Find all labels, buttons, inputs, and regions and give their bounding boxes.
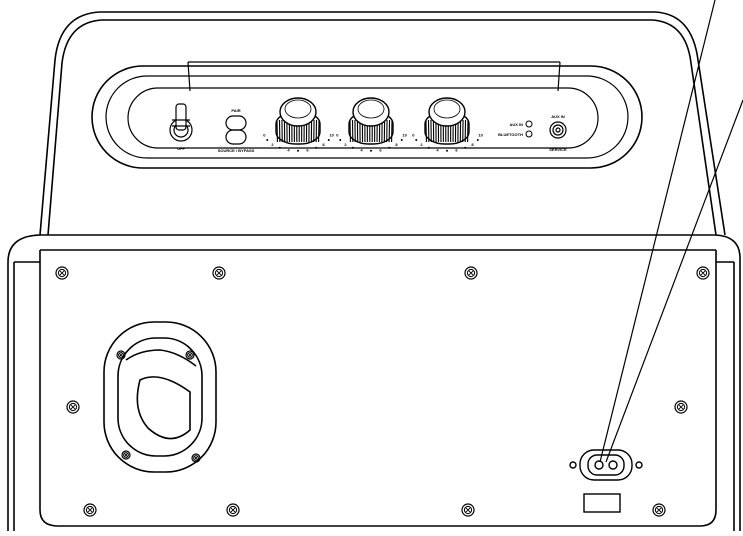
knob-scale-label: 0 xyxy=(412,132,415,137)
knob-scale-label: 8 xyxy=(471,142,474,147)
screw xyxy=(84,504,96,516)
screw xyxy=(56,267,68,279)
screw xyxy=(465,267,477,279)
knob-scale-label: 2 xyxy=(344,142,347,147)
knob-scale-dot xyxy=(370,150,372,152)
knob-scale-dot xyxy=(352,147,354,149)
knob-scale-dot xyxy=(279,147,281,149)
panel-screws xyxy=(56,267,709,516)
screw xyxy=(186,351,194,359)
knob-scale-dot xyxy=(477,139,479,141)
knob-scale-dot xyxy=(339,139,341,141)
knob-scale-dot xyxy=(266,139,268,141)
screw xyxy=(67,401,79,413)
aux-jack-label: AUX IN xyxy=(551,114,565,119)
knob-scale-dot xyxy=(446,150,448,152)
bass-port xyxy=(104,322,216,472)
aux-jack xyxy=(550,122,566,138)
service-label: SERVICE xyxy=(549,147,567,152)
knob-scale-label: 2 xyxy=(420,142,423,147)
screw xyxy=(122,451,130,459)
knob-scale-label: 10 xyxy=(402,132,407,137)
knob-scale-dot xyxy=(401,139,403,141)
knob-scale-label: 10 xyxy=(329,132,334,137)
aux-in-label: AUX IN xyxy=(509,122,523,127)
knob-scale-label: 0 xyxy=(336,132,339,137)
screw xyxy=(227,504,239,516)
bluetooth-label: BLUETOOTH xyxy=(498,132,523,137)
knob-scale-label: 8 xyxy=(322,142,325,147)
aux-indicators xyxy=(526,121,532,137)
callout-leader-lines xyxy=(600,0,743,462)
screw xyxy=(213,267,225,279)
power-toggle-switch xyxy=(170,104,192,141)
screw xyxy=(462,504,474,516)
screw xyxy=(192,454,200,462)
power-inlet xyxy=(570,450,642,512)
screw xyxy=(117,351,125,359)
pair-button xyxy=(226,116,246,144)
knob-scale-dot xyxy=(428,147,430,149)
knob-scale-dot xyxy=(415,139,417,141)
screw xyxy=(653,504,665,516)
source-button-label: SOURCE / BYPASS xyxy=(218,148,255,153)
knob-scale-label: 8 xyxy=(395,142,398,147)
knob-scale-dot xyxy=(388,147,390,149)
knob-scale-dot xyxy=(464,147,466,149)
knob-scale-label: 0 xyxy=(263,132,266,137)
knob-scale-dot xyxy=(315,147,317,149)
pair-button-label: PAIR xyxy=(231,108,240,113)
knob-scale-label: 10 xyxy=(478,132,483,137)
screw xyxy=(697,267,709,279)
knob-scale-label: 2 xyxy=(271,142,274,147)
screw xyxy=(675,401,687,413)
knob-scale-dot xyxy=(328,139,330,141)
power-switch-label: OFF xyxy=(177,146,186,151)
knob-scale-dot xyxy=(297,150,299,152)
